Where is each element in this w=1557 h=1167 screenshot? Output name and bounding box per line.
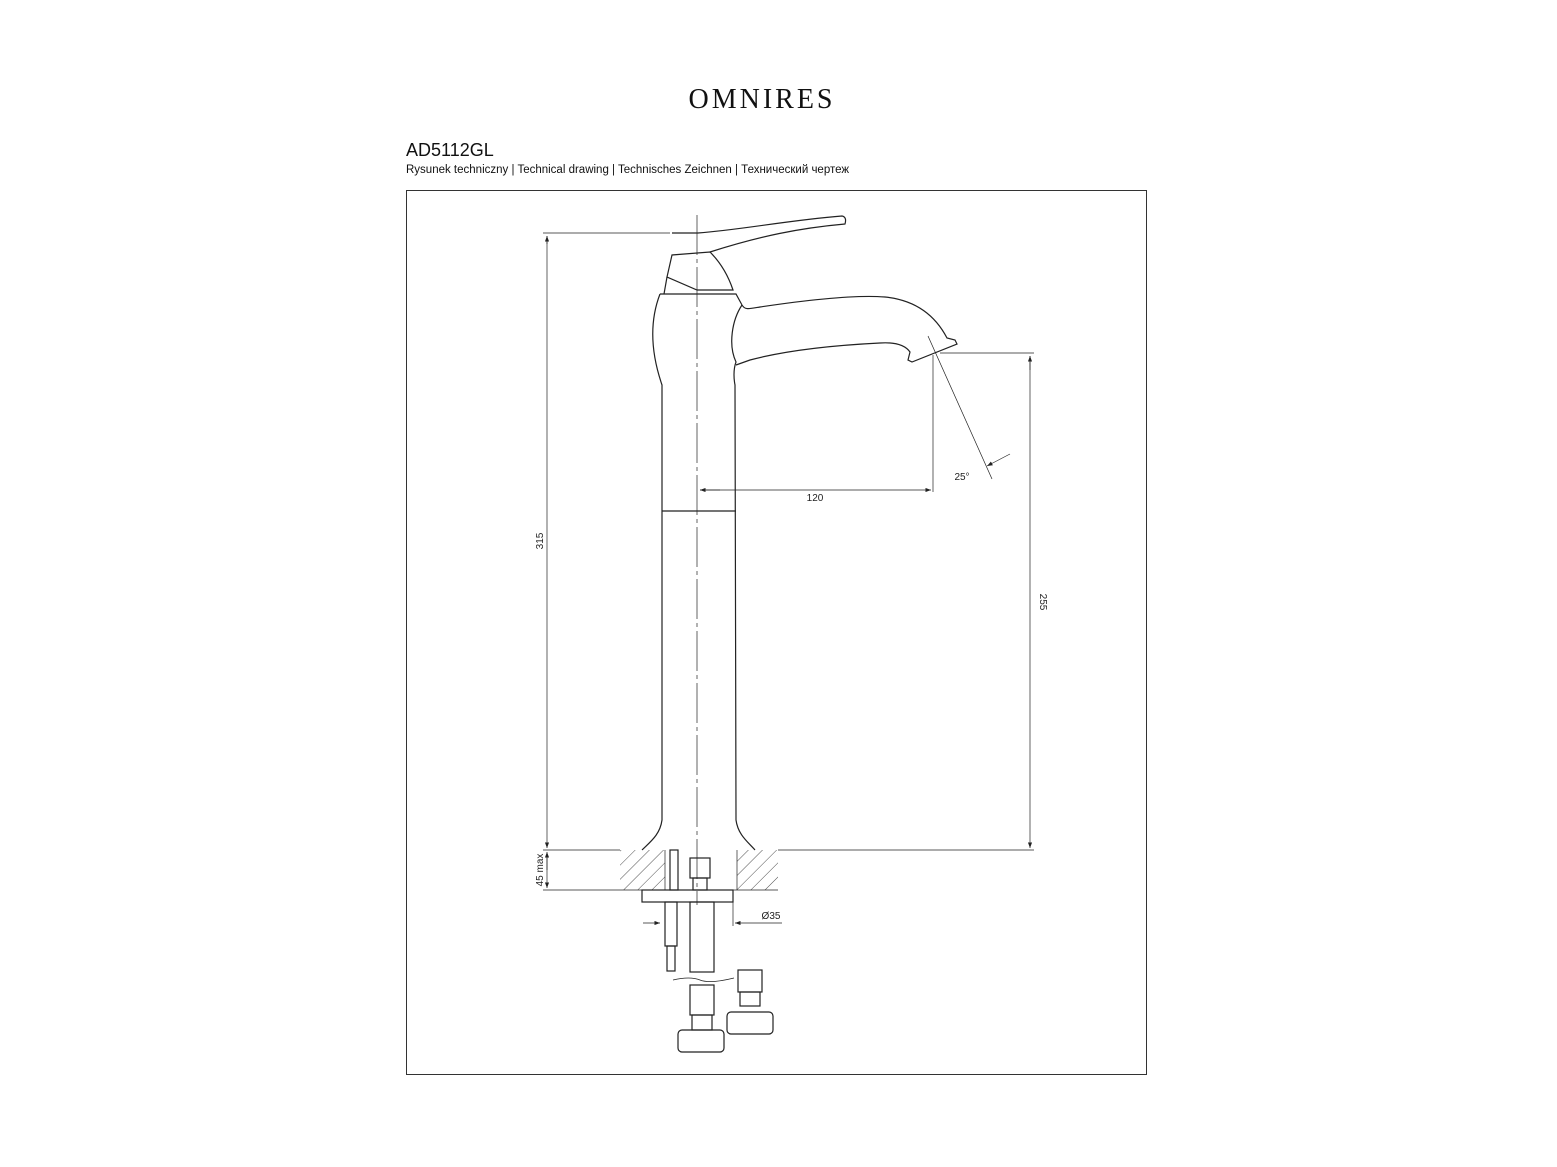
countertop-section	[620, 850, 778, 890]
dim-countertop: 45 max	[535, 854, 546, 887]
brand-logo: OMNIRES	[688, 84, 836, 115]
dim-spout-height: 255	[1037, 594, 1048, 611]
dimension-lines	[543, 232, 1034, 926]
mounting-hardware	[641, 849, 774, 1053]
dim-angle: 25°	[954, 472, 969, 483]
faucet-body	[641, 215, 958, 905]
dim-total-height: 315	[535, 532, 546, 549]
dim-hole-diameter: Ø35	[762, 911, 781, 922]
drawing-subtitle: Rysunek techniczny | Technical drawing |…	[406, 164, 850, 176]
drawing-frame	[406, 190, 1147, 1075]
dim-spout-reach: 120	[807, 493, 824, 504]
model-number: AD5112GL	[406, 140, 494, 160]
